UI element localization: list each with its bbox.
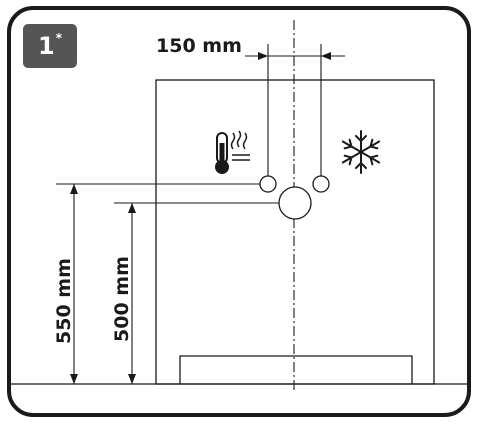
lower-height-label: 500 mm <box>111 256 133 342</box>
drain-connection <box>278 186 312 220</box>
upper-height-label: 550 mm <box>53 258 75 344</box>
step-badge: 1* <box>23 24 77 68</box>
spacing-arrow-left <box>258 52 268 60</box>
upper-height-arrow-top <box>70 184 78 194</box>
spacing-arrow-right <box>321 52 331 60</box>
appliance-outline <box>155 79 435 385</box>
lower-height-arrow-bottom <box>128 374 136 384</box>
appliance-plinth <box>179 355 413 384</box>
thermometer-heat-icon <box>215 130 250 174</box>
step-mark: * <box>55 31 62 45</box>
step-number: 1 <box>38 32 55 60</box>
diagram-frame <box>7 6 471 417</box>
cold-water-connection <box>312 175 330 193</box>
lower-height-arrow-top <box>128 203 136 213</box>
hot-water-connection <box>259 175 277 193</box>
upper-height-arrow-bottom <box>70 374 78 384</box>
snowflake-icon <box>341 130 381 174</box>
spacing-dimension-label: 150 mm <box>156 35 242 57</box>
